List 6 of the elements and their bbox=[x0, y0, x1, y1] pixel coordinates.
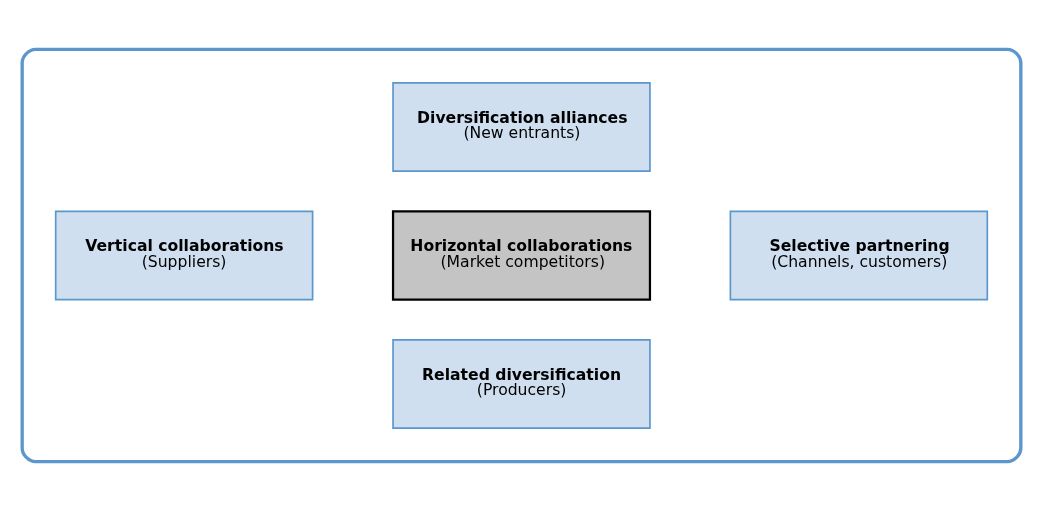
node-box: Selective partnering (Channels, customers) bbox=[729, 210, 989, 300]
node-box: Vertical collaborations (Suppliers) bbox=[54, 210, 314, 300]
node-box: Horizontal collaborations (Market competitors) bbox=[391, 209, 652, 301]
node-box: Diversification alliances (New entrants) bbox=[392, 81, 651, 172]
cluster bbox=[20, 47, 1023, 463]
node-box: Related diversification (Producers) bbox=[392, 338, 651, 429]
